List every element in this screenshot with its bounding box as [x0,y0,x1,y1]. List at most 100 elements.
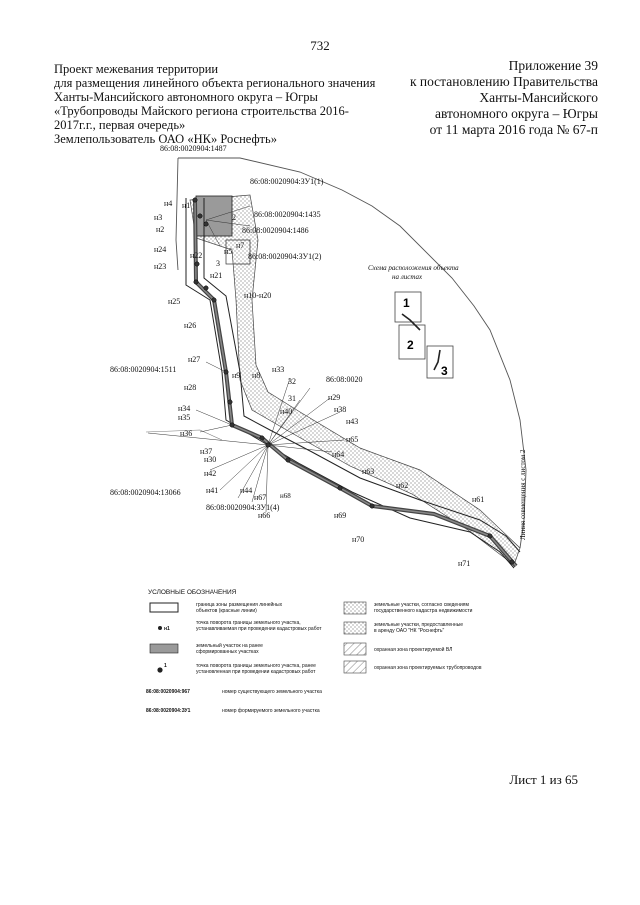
point-label: н66 [258,511,270,520]
turning-points [192,197,515,565]
map-legend: УСЛОВНЫЕ ОБОЗНАЧЕНИЯ граница зоны размещ… [146,589,482,714]
parcel-label: 86:08:0020904:ЗУ1(2) [248,252,322,261]
project-header-line: 2017г.г., первая очередь» [54,118,186,132]
point-label: н2 [156,225,164,234]
parcel-label: 86:08:0020904:1511 [110,365,176,374]
legend-text: объектов (красные линии) [196,608,257,614]
land-contour [145,429,223,441]
parcel-label: 86:08:0020904:1487 [160,144,227,153]
legend-text: в аренду ОАО "НК "Роснефть" [374,628,445,634]
point-label: н28 [184,383,196,392]
legend-swatch [343,642,367,656]
legend-text: охранная зона проектируемых трубопроводо… [374,665,482,671]
point-label: н71 [458,559,470,568]
point-label: н1 [182,201,190,210]
legend-text: номер формируемого земельного участка [222,708,320,714]
legend-text: точка поворота границы земельного участк… [196,620,301,626]
point-label: н44 [240,486,252,495]
parcel-label: 86:08:0020904:ЗУ1(1) [250,177,324,186]
point-label: н29 [328,393,340,402]
match-line-label: Линия совмещения с листом 2 [519,449,527,540]
inset-route [401,313,421,331]
legend-text: охранная зона проектируемой ВЛ [374,646,452,653]
point-label: н7 [236,241,244,250]
point-label: н41 [206,486,218,495]
legend-marker: 86:08:0020904:ЗУ1 [146,708,191,714]
point-label: н64 [332,450,344,459]
legend-swatch [343,621,367,635]
point-label: 32 [288,377,296,386]
point-label: н37 [200,447,212,456]
legend-text: сформированных участках [196,649,259,655]
inset-title: Схема расположения объекта [368,264,459,272]
point-label: 31 [288,394,296,403]
point-label: н68 [280,492,291,500]
legend-text: устанавливаемая при проведении кадастров… [196,626,322,632]
legend-text: номер существующего земельного участка [222,689,322,695]
inset-scheme: Схема расположения объекта на листах 1 2… [368,264,459,379]
point-label: н24 [154,245,166,254]
project-header-line: Проект межевания территории [54,62,219,76]
parcel-label: 86:08:0020904:13066 [110,488,181,497]
appendix-header: Приложение 39 к постановлению Правительс… [338,58,598,138]
legend-swatch [343,660,367,674]
point-label: н34 [178,404,190,413]
appendix-header-line: Приложение 39 [508,58,598,73]
point-label: н40 [280,407,292,416]
point-label: н63 [362,467,374,476]
point-label: н26 [184,321,196,330]
point-label: н67 [254,493,266,502]
inset-route [433,349,441,371]
point-label: н42 [204,469,216,478]
point-label: н33 [272,365,284,374]
page-number: 732 [310,38,330,53]
point-label: н62 [396,481,408,490]
legend-swatch [149,643,179,654]
land-contour [175,157,179,271]
point-label: н8 [252,371,260,380]
corridor-boundary [203,198,521,553]
point-label: н3 [154,213,162,222]
point-label: н27 [188,355,200,364]
point-label: н4 [164,199,172,208]
appendix-header-line: Ханты-Мансийского [479,90,598,105]
point-label: н69 [334,511,346,520]
inset-title: на листах [392,273,423,281]
point-label: н61 [472,495,484,504]
inset-sheet-frame [398,324,426,360]
point-label: н9 [232,371,240,380]
project-header-line: Ханты-Мансийского автономного округа – Ю… [54,90,318,104]
point-label: н30 [204,455,216,464]
point-label: н70 [352,535,364,544]
legend-text: граница зоны размещения линейных [196,601,283,608]
legend-marker: 1 [164,663,167,669]
land-contour [178,157,527,549]
legend-text: установленная при проведении кадастровых… [196,669,316,675]
point-label: н65 [346,435,358,444]
point-label: н5 [224,247,232,256]
legend-point-marker [157,667,163,673]
inset-sheet-number: 2 [407,338,414,352]
legend-text: земельные участки, предоставленные [374,622,463,628]
legend-text: точка поворота границы земельного участк… [196,663,316,669]
parcel-label: 86:08:0020904:1486 [242,226,309,235]
project-header-line: для размещения линейного объекта региона… [54,76,376,90]
parcel-label: 86:08:0020 [326,375,362,384]
legend-point-marker [158,626,162,630]
appendix-header-line: к постановлению Правительства [409,74,598,89]
parcel-zu1-2 [225,239,251,265]
inset-sheet-frame [394,291,422,323]
project-header-line: Землепользователь ОАО «НК» Роснефть» [54,132,277,146]
inset-sheet-number: 1 [403,296,410,310]
legend-text: земельные участки, согласно сведениям [374,602,469,608]
point-label: н22 [190,251,202,260]
point-label: н21 [210,271,222,280]
project-header-line: «Трубопроводы Майского региона строитель… [54,104,349,118]
appendix-header-line: автономного округа – Югры [435,106,598,121]
point-label: н38 [334,405,346,414]
legend-swatch [149,602,179,613]
legend-text: государственного кадастра недвижимости [374,608,473,614]
point-label: н23 [154,262,166,271]
point-label: 3 [216,259,220,268]
point-label: н43 [346,417,358,426]
